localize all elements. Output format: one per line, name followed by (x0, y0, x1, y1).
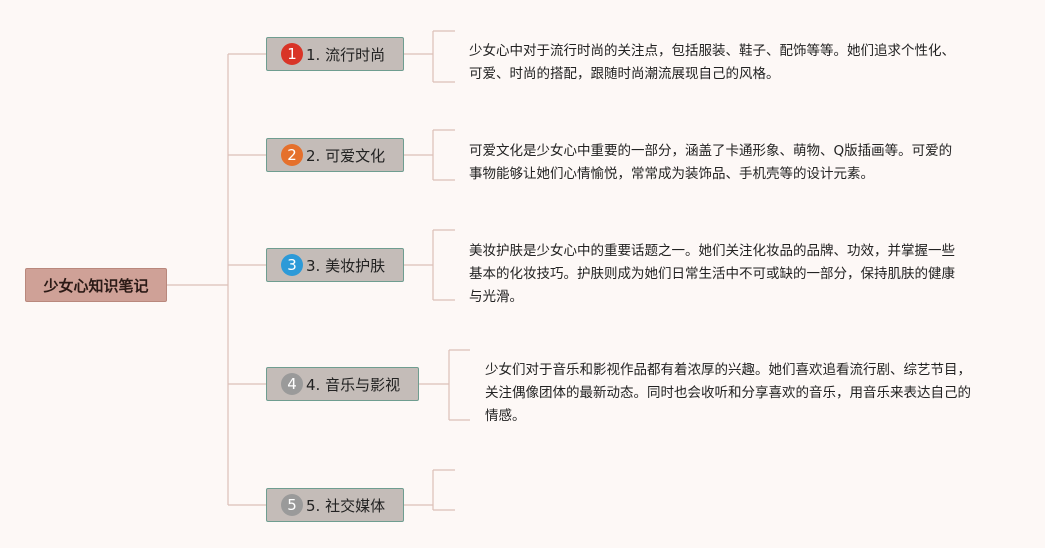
topic-description-music-film: 少女们对于音乐和影视作品都有着浓厚的兴趣。她们喜欢追看流行剧、综艺节目，关注偶像… (485, 362, 971, 424)
topic-node-social-media[interactable]: 5 5. 社交媒体 (266, 488, 404, 522)
number-4-icon: 4 (281, 373, 303, 395)
number-1-icon: 1 (281, 43, 303, 65)
topic-label: 5. 社交媒体 (306, 496, 386, 515)
topic-description-beauty-skincare: 美妆护肤是少女心中的重要话题之一。她们关注化妆品的品牌、功效，并掌握一些基本的化… (469, 243, 955, 305)
root-node-label: 少女心知识笔记 (43, 276, 149, 295)
topic-node-music-film[interactable]: 4 4. 音乐与影视 (266, 367, 419, 401)
topic-label: 4. 音乐与影视 (306, 375, 401, 394)
topic-description-cute-culture: 可爱文化是少女心中重要的一部分，涵盖了卡通形象、萌物、Q版插画等。可爱的事物能够… (469, 143, 953, 182)
topic-label: 2. 可爱文化 (306, 146, 386, 165)
topic-label: 1. 流行时尚 (306, 45, 386, 64)
topic-node-cute-culture[interactable]: 2 2. 可爱文化 (266, 138, 404, 172)
topic-label: 3. 美妆护肤 (306, 256, 386, 275)
number-2-icon: 2 (281, 144, 303, 166)
topic-description-fashion: 少女心中对于流行时尚的关注点，包括服装、鞋子、配饰等等。她们追求个性化、可爱、时… (469, 43, 955, 82)
number-3-icon: 3 (281, 254, 303, 276)
number-5-icon: 5 (281, 494, 303, 516)
root-node[interactable]: 少女心知识笔记 (25, 268, 167, 302)
topic-node-fashion[interactable]: 1 1. 流行时尚 (266, 37, 404, 71)
topic-node-beauty-skincare[interactable]: 3 3. 美妆护肤 (266, 248, 404, 282)
